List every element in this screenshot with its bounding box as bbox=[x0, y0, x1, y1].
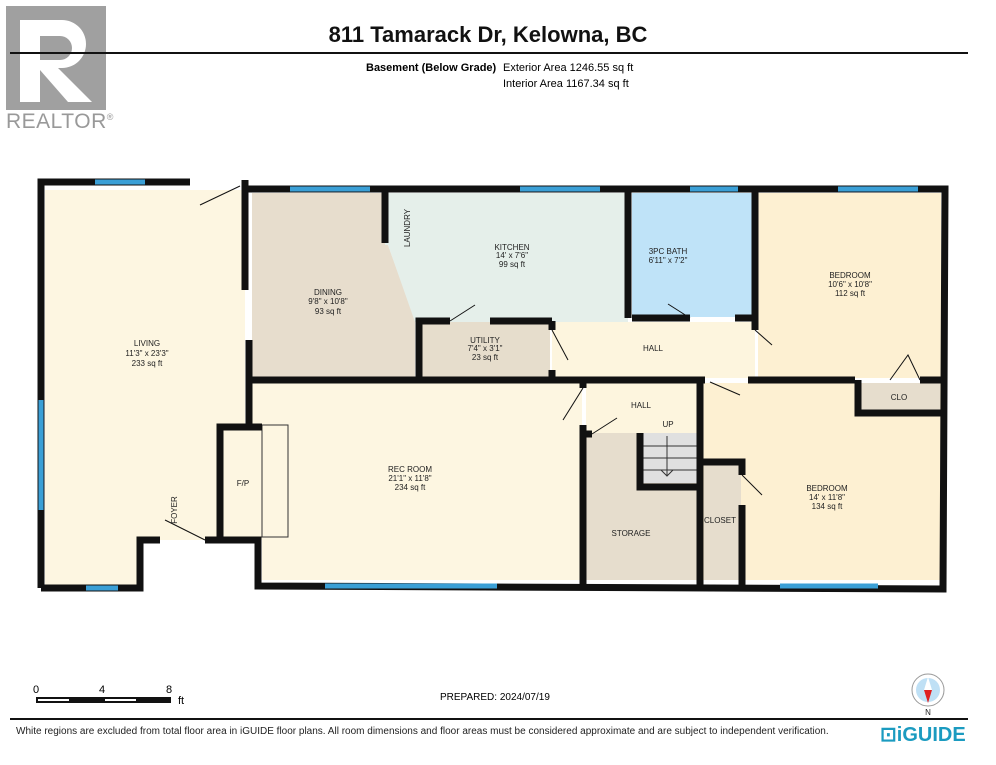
disclaimer: White regions are excluded from total fl… bbox=[16, 726, 829, 737]
svg-text:9'8" x 10'8": 9'8" x 10'8" bbox=[308, 297, 348, 306]
svg-text:UTILITY: UTILITY bbox=[470, 336, 500, 345]
room-label-laundry: LAUNDRY bbox=[403, 208, 412, 247]
room-bedroom-1 bbox=[758, 193, 941, 378]
svg-text:3PC BATH: 3PC BATH bbox=[649, 247, 688, 256]
svg-text:8: 8 bbox=[166, 684, 172, 696]
iguide-icon: ⊡ bbox=[880, 724, 897, 746]
room-dining bbox=[252, 193, 415, 378]
svg-text:N: N bbox=[925, 708, 931, 717]
room-label-fireplace: F/P bbox=[237, 479, 249, 488]
realtor-logo-text: REALTOR® bbox=[6, 110, 114, 133]
svg-text:21'1" x 11'8": 21'1" x 11'8" bbox=[388, 474, 431, 483]
svg-text:11'3" x 23'3": 11'3" x 23'3" bbox=[125, 349, 168, 358]
svg-text:4: 4 bbox=[99, 684, 105, 696]
svg-text:DINING: DINING bbox=[314, 288, 342, 297]
room-label-hall-2: HALL bbox=[631, 401, 652, 410]
realtor-logo bbox=[6, 6, 106, 110]
room-closet bbox=[704, 462, 741, 580]
svg-text:14' x 7'6": 14' x 7'6" bbox=[496, 251, 528, 260]
svg-text:234 sq ft: 234 sq ft bbox=[395, 483, 426, 492]
svg-text:KITCHEN: KITCHEN bbox=[494, 243, 529, 252]
room-label-hall-1: HALL bbox=[643, 344, 664, 353]
svg-text:REC ROOM: REC ROOM bbox=[388, 465, 432, 474]
doors bbox=[164, 185, 921, 541]
walls bbox=[37, 178, 949, 593]
svg-text:112 sq ft: 112 sq ft bbox=[835, 289, 866, 298]
svg-text:BEDROOM: BEDROOM bbox=[829, 271, 871, 280]
room-bath bbox=[632, 193, 753, 317]
compass-icon: N bbox=[911, 673, 945, 717]
windows bbox=[38, 179, 918, 591]
stairs-label: UP bbox=[662, 420, 673, 429]
footer-divider bbox=[10, 718, 968, 720]
header-divider bbox=[10, 52, 968, 54]
exterior-area: Exterior Area 1246.55 sq ft bbox=[503, 62, 634, 74]
interior-area: Interior Area 1167.34 sq ft bbox=[503, 78, 629, 90]
room-hall-1 bbox=[552, 322, 755, 378]
svg-text:6'11" x 7'2": 6'11" x 7'2" bbox=[649, 256, 688, 265]
svg-text:93 sq ft: 93 sq ft bbox=[315, 307, 342, 316]
svg-text:LIVING: LIVING bbox=[134, 339, 160, 348]
scale-bar: 0 4 8 ft bbox=[33, 684, 184, 707]
room-label-closet: CLOSET bbox=[704, 516, 736, 525]
room-label-clo: CLO bbox=[891, 393, 907, 402]
svg-text:23 sq ft: 23 sq ft bbox=[472, 353, 499, 362]
page-title: 811 Tamarack Dr, Kelowna, BC bbox=[328, 22, 648, 47]
room-clo bbox=[858, 383, 940, 413]
svg-text:7'4" x 3'1": 7'4" x 3'1" bbox=[468, 344, 503, 353]
room-kitchen bbox=[385, 193, 628, 322]
svg-text:99 sq ft: 99 sq ft bbox=[499, 260, 526, 269]
room-fireplace bbox=[222, 427, 260, 539]
svg-text:233 sq ft: 233 sq ft bbox=[132, 359, 163, 368]
room-hall-2 bbox=[586, 383, 698, 433]
floor-level: Basement (Below Grade) bbox=[366, 62, 497, 74]
svg-text:10'6" x 10'8": 10'6" x 10'8" bbox=[828, 280, 872, 289]
room-living bbox=[45, 190, 245, 585]
room-rec bbox=[252, 383, 582, 580]
iguide-logo: ⊡iGUIDE bbox=[880, 724, 966, 746]
prepared-date: PREPARED: 2024/07/19 bbox=[440, 692, 550, 703]
svg-text:ft: ft bbox=[178, 695, 184, 707]
room-label-foyer: FOYER bbox=[170, 496, 179, 524]
stair-treads bbox=[642, 436, 697, 477]
room-label-storage: STORAGE bbox=[612, 529, 651, 538]
room-utility bbox=[420, 322, 550, 377]
svg-text:BEDROOM: BEDROOM bbox=[806, 484, 848, 493]
svg-text:14' x 11'8": 14' x 11'8" bbox=[809, 493, 845, 502]
svg-text:134 sq ft: 134 sq ft bbox=[812, 502, 843, 511]
svg-text:0: 0 bbox=[33, 684, 39, 696]
